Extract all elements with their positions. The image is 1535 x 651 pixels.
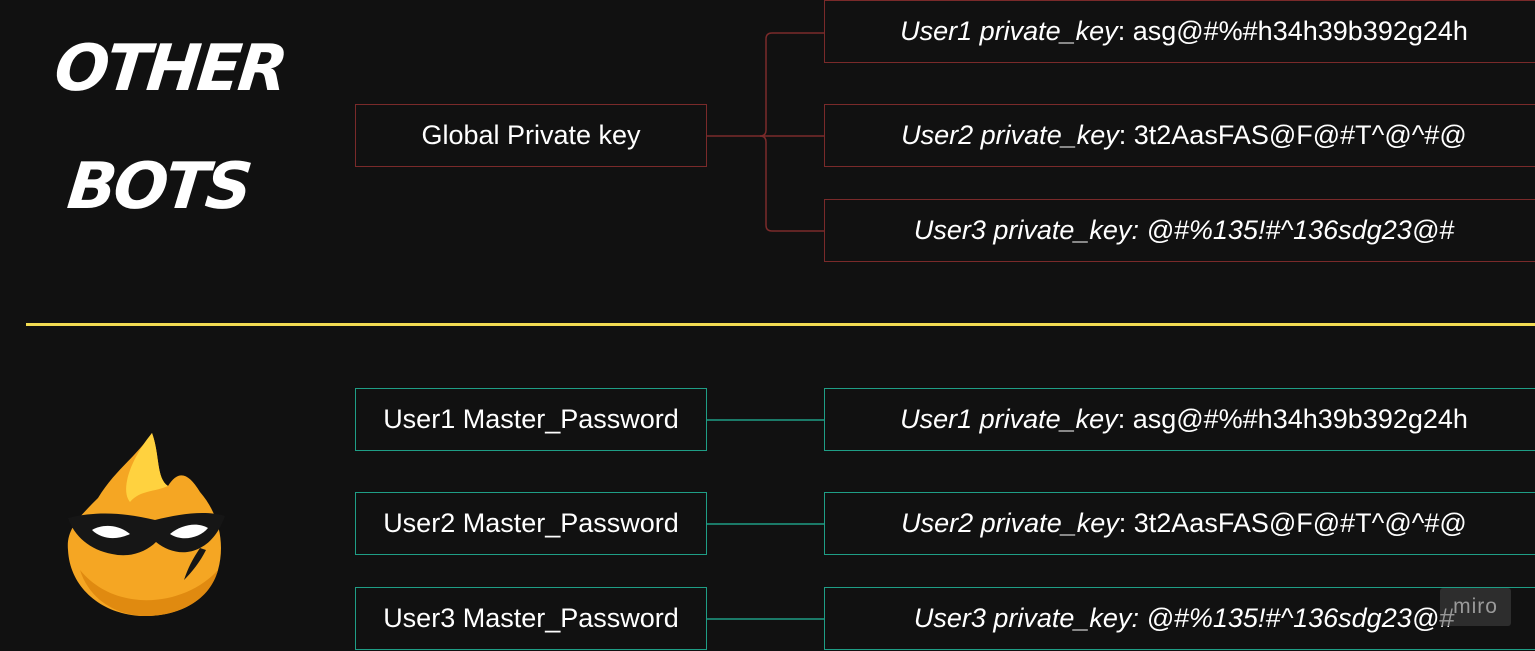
top-user1-sep: :: [1117, 16, 1133, 46]
user3-master-password-box: User3 Master_Password: [355, 587, 707, 650]
flame-bandit-logo-icon: [67, 433, 225, 616]
global-private-key-box: Global Private key: [355, 104, 707, 167]
top-user2-key-box: User2 private_key: 3t2AasFAS@F@#T^@^#@: [824, 104, 1535, 167]
bottom-user2-sep: :: [1118, 508, 1134, 538]
top-user2-sep: :: [1118, 120, 1134, 150]
top-user3-key-label: User3 private_key: [913, 215, 1132, 245]
user2-master-password-label: User2 Master_Password: [383, 508, 679, 538]
user1-master-password-box: User1 Master_Password: [355, 388, 707, 451]
top-user1-key-label: User1 private_key: [900, 16, 1118, 46]
top-user1-key-value: asg@#%#h34h39b392g24h: [1132, 16, 1468, 46]
top-user3-key-value: @#%135!#^136sdg23@#: [1146, 215, 1455, 245]
bottom-user1-key-box: User1 private_key: asg@#%#h34h39b392g24h: [824, 388, 1535, 451]
top-user2-key-value: 3t2AasFAS@F@#T^@^#@: [1133, 120, 1467, 150]
bottom-user1-key-label: User1 private_key: [900, 404, 1118, 434]
bottom-user3-key-box: User3 private_key: @#%135!#^136sdg23@#: [824, 587, 1535, 650]
global-private-key-label: Global Private key: [421, 120, 641, 150]
bottom-user2-key-box: User2 private_key: 3t2AasFAS@F@#T^@^#@: [824, 492, 1535, 555]
bottom-user1-key-value: asg@#%#h34h39b392g24h: [1132, 404, 1468, 434]
bottom-user3-key-label: User3 private_key: [913, 603, 1132, 633]
user1-master-password-label: User1 Master_Password: [383, 404, 679, 434]
bottom-user3-sep: :: [1131, 603, 1147, 633]
bottom-user1-sep: :: [1117, 404, 1133, 434]
user2-master-password-box: User2 Master_Password: [355, 492, 707, 555]
top-user2-key-label: User2 private_key: [901, 120, 1119, 150]
bottom-user3-key-value: @#%135!#^136sdg23@#: [1146, 603, 1455, 633]
bottom-user2-key-value: 3t2AasFAS@F@#T^@^#@: [1133, 508, 1467, 538]
top-user3-key-box: User3 private_key: @#%135!#^136sdg23@#: [824, 199, 1535, 262]
top-user3-sep: :: [1131, 215, 1147, 245]
top-user1-key-box: User1 private_key: asg@#%#h34h39b392g24h: [824, 0, 1535, 63]
user3-master-password-label: User3 Master_Password: [383, 603, 679, 633]
bottom-user2-key-label: User2 private_key: [901, 508, 1119, 538]
miro-watermark: miro: [1440, 588, 1511, 626]
section-divider: [26, 323, 1535, 326]
